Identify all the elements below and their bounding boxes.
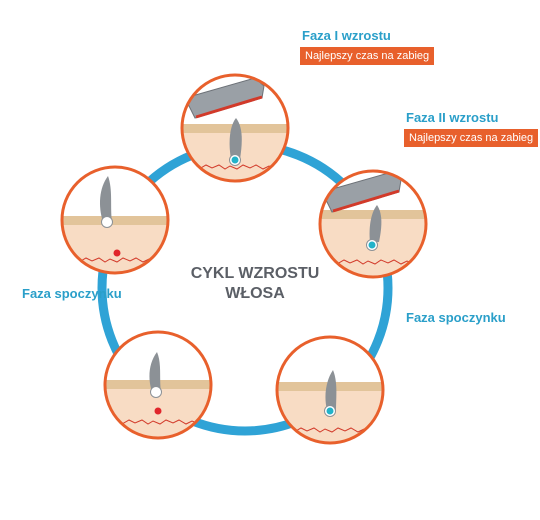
- phase1-follicle-circle: [180, 73, 290, 183]
- diagram-title-line1: CYKL WZROSTU: [190, 265, 320, 282]
- diagram-title-line2: WŁOSA: [225, 285, 285, 302]
- rest-left-label: Faza spoczynku: [22, 286, 122, 301]
- rest-right-follicle-circle: [275, 335, 385, 445]
- phase1-best-time-badge: Najlepszy czas na zabieg: [300, 47, 435, 65]
- laser-device-icon: [184, 77, 265, 119]
- diagram-title: CYKL WZROSTU WŁOSA: [160, 264, 350, 304]
- hair-follicle-icon: [366, 205, 382, 251]
- rest-bottom-follicle-circle: [103, 330, 213, 440]
- laser-device-icon: [321, 172, 402, 213]
- rest-right-label: Faza spoczynku: [406, 310, 506, 325]
- hair-follicle-icon: [324, 370, 337, 417]
- phase2-label: Faza II wzrostu: [406, 110, 499, 125]
- hair-follicle-icon: [229, 118, 242, 166]
- phase2-best-time-badge: Najlepszy czas na zabieg: [404, 129, 539, 147]
- phase2-follicle-circle: [318, 169, 428, 279]
- hair-follicle-icon: [100, 176, 113, 228]
- hair-follicle-icon: [149, 352, 162, 398]
- phase1-label: Faza I wzrostu: [302, 28, 391, 43]
